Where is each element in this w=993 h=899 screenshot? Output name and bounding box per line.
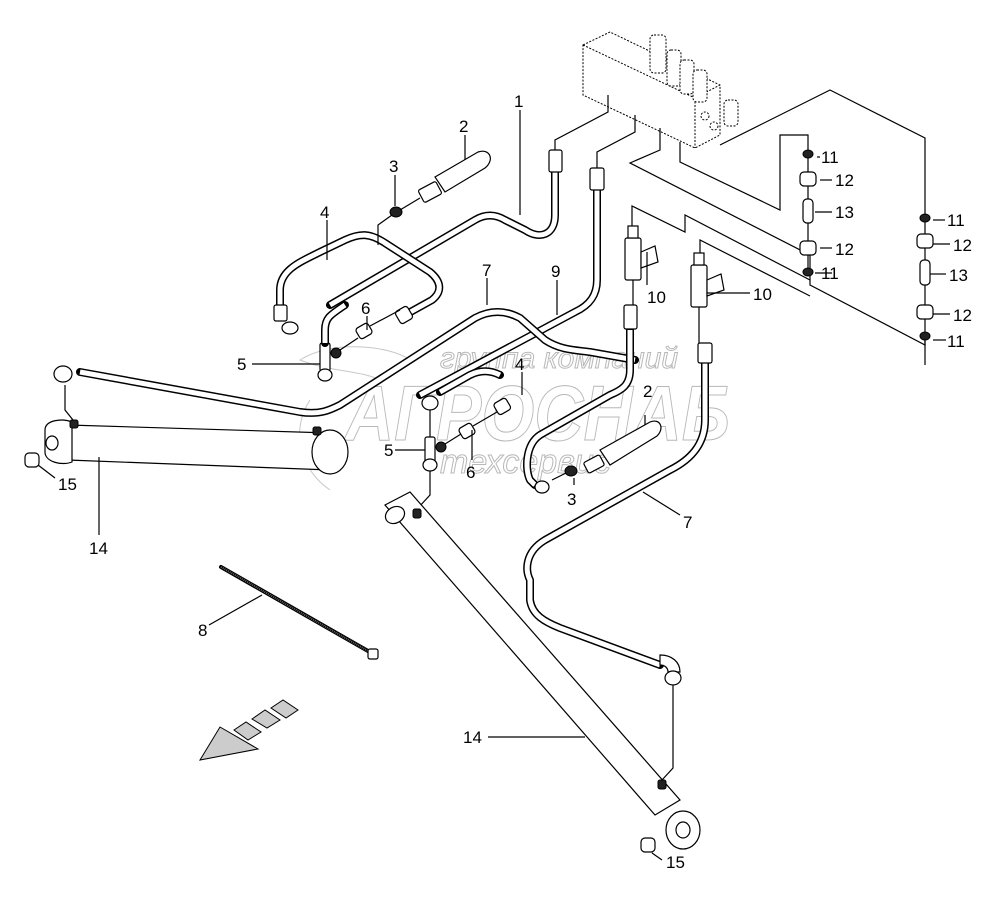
pipe-7-upper [53, 308, 639, 417]
callout-5: 5 [237, 355, 246, 374]
callout-10: 10 [647, 288, 666, 307]
tee-fitting-lower [417, 410, 498, 509]
callout-11: 11 [947, 332, 965, 351]
callout-3: 3 [567, 490, 576, 509]
callout-12: 12 [953, 236, 972, 255]
control-valve-block [582, 31, 739, 149]
callout-3: 3 [389, 157, 398, 176]
callout-12: 12 [835, 240, 854, 259]
fitting-stack-left [799, 149, 817, 277]
callout-13: 13 [835, 203, 854, 222]
tee-fitting-upper [317, 301, 401, 382]
pipe-9 [416, 167, 605, 399]
callout-12: 12 [953, 306, 972, 325]
callout-14: 14 [463, 728, 482, 747]
callout-10: 10 [753, 285, 772, 304]
callout-11: 11 [947, 211, 965, 230]
watermark-line2: АГРОСНАБ [343, 369, 730, 457]
bushing-left [24, 452, 40, 468]
pipe-7-lower [523, 342, 713, 686]
callout-7: 7 [683, 513, 692, 532]
callout-leaders [37, 110, 950, 861]
hydraulic-cylinder-left [44, 385, 349, 475]
valve-right [690, 252, 725, 343]
callout-2: 2 [459, 117, 468, 136]
callout-1: 1 [514, 92, 523, 111]
callout-4: 4 [320, 203, 329, 222]
callout-15: 15 [58, 475, 77, 494]
callout-4: 4 [515, 355, 524, 374]
hose-4-lower [421, 304, 638, 494]
filter-upper [377, 150, 491, 245]
callout-15: 15 [666, 853, 685, 872]
hose-4-upper [273, 231, 444, 335]
callout-6: 6 [466, 463, 475, 482]
callout-11: 11 [821, 148, 839, 167]
callout-11: 11 [821, 264, 839, 283]
fitting-stack-right [916, 212, 934, 365]
callout-6: 6 [361, 299, 370, 318]
callout-12: 12 [835, 171, 854, 190]
callout-8: 8 [198, 621, 207, 640]
pipe-1 [326, 149, 563, 309]
callout-5: 5 [384, 441, 393, 460]
callout-9: 9 [551, 262, 560, 281]
bushing-lower [640, 837, 656, 853]
callout-2: 2 [643, 382, 652, 401]
routing-lines [554, 89, 926, 346]
callout-7: 7 [482, 261, 491, 280]
callout-13: 13 [949, 266, 968, 285]
cable-tie [219, 565, 379, 660]
filter-lower [551, 420, 662, 481]
callout-14: 14 [89, 539, 108, 558]
callout-labels: 1 2 2 3 3 4 4 5 5 6 6 7 7 8 9 10 10 11 1… [58, 92, 972, 872]
valve-left [624, 225, 659, 305]
hydraulic-cylinder-lower [384, 491, 701, 850]
direction-arrow-icon [198, 699, 299, 761]
